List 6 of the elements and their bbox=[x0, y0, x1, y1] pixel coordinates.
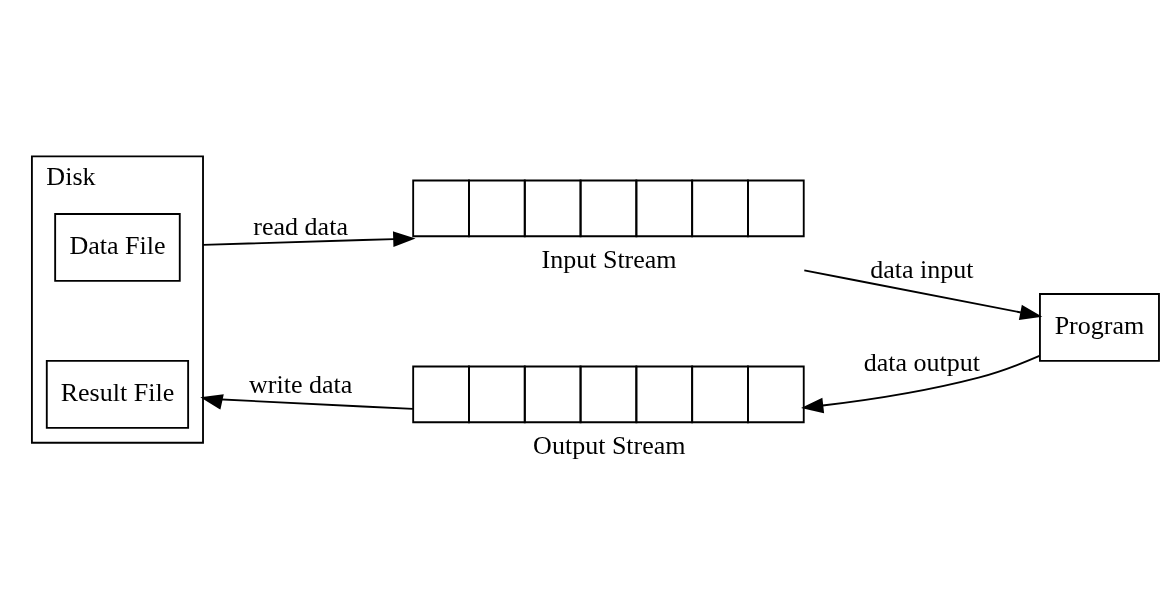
edge-label: data input bbox=[870, 254, 974, 284]
node-label: Output Stream bbox=[533, 431, 686, 461]
edge-label: write data bbox=[249, 369, 353, 399]
edge-label: data output bbox=[863, 347, 980, 377]
node-label: Input Stream bbox=[541, 245, 677, 275]
edge-label: read data bbox=[253, 211, 348, 241]
